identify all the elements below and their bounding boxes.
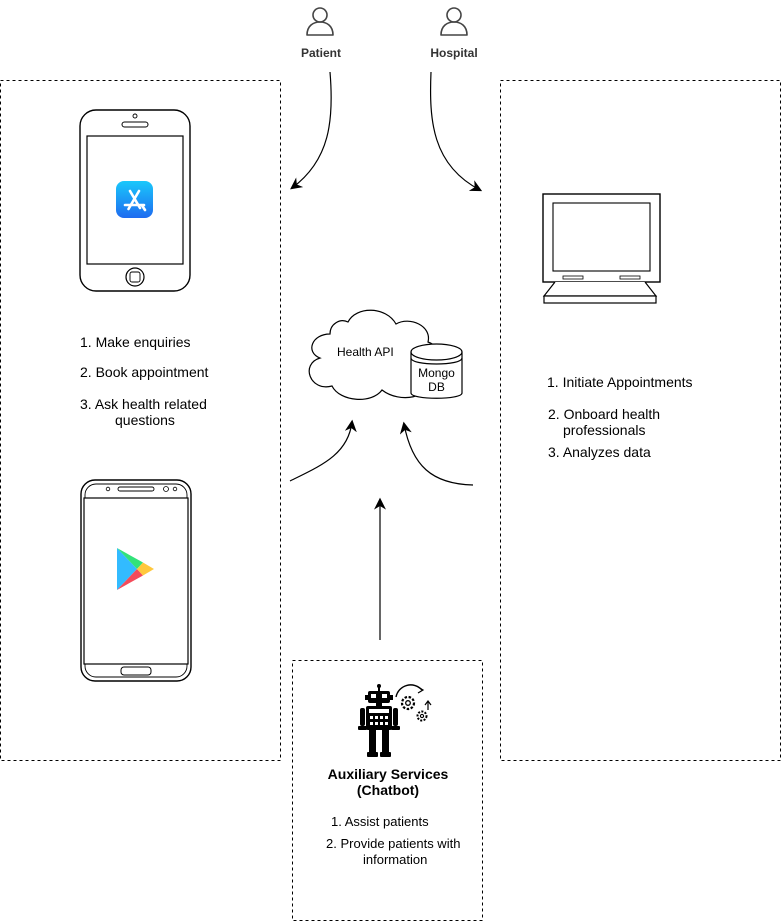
list-item: 1. Assist patients [331, 814, 429, 829]
database-icon [410, 343, 463, 399]
hospital-to-api-arrow [399, 421, 474, 486]
patient-label: Patient [300, 46, 341, 60]
google-play-icon [117, 548, 154, 590]
database-label-line2: DB [428, 380, 445, 394]
list-item: 3. Ask health related [80, 396, 207, 412]
list-item: 2. Onboard health [548, 406, 661, 422]
list-item: 2. Book appointment [80, 364, 209, 380]
robot-icon [358, 684, 400, 757]
cloud-label: Health API [337, 345, 394, 359]
patient-to-api-arrow [289, 419, 357, 482]
list-item-continuation: information [363, 852, 428, 867]
list-item-continuation: professionals [563, 422, 646, 438]
patient-arrow [290, 71, 332, 190]
list-item-continuation: questions [115, 412, 175, 428]
hospital-arrow [429, 71, 483, 192]
list-item: 2. Provide patients with [326, 836, 461, 851]
gears-icon [395, 684, 432, 722]
list-item: 3. Analyzes data [548, 444, 651, 460]
patient-panel-border [0, 80, 281, 761]
desktop-monitor-icon [542, 193, 661, 304]
hospital-panel-border [500, 80, 781, 761]
list-item: 1. Initiate Appointments [547, 374, 693, 390]
hospital-label: Hospital [430, 46, 478, 60]
chatbot-title-line1: Auxiliary Services [327, 766, 449, 782]
chatbot-title-line2: (Chatbot) [356, 782, 420, 798]
android-phone-icon [80, 479, 192, 682]
list-item: 1. Make enquiries [80, 334, 191, 350]
database-label-line1: Mongo [418, 366, 455, 380]
user-icon [306, 7, 334, 36]
app-store-icon [116, 181, 153, 218]
user-icon [440, 7, 468, 36]
chatbot-panel-border [292, 660, 483, 921]
